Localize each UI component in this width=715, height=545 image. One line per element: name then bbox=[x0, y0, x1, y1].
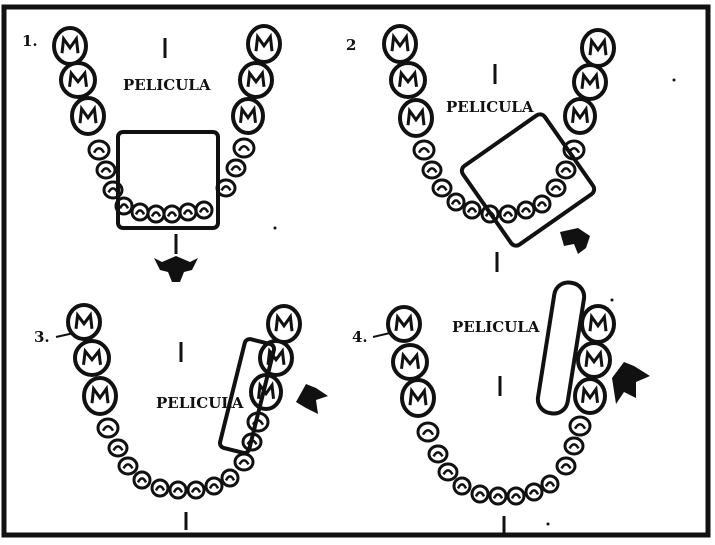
tooth bbox=[234, 139, 254, 157]
tooth bbox=[188, 482, 204, 498]
tooth bbox=[418, 423, 438, 441]
scan-speck bbox=[673, 79, 676, 82]
panel-2-xray-beam-arrow bbox=[560, 228, 590, 254]
tooth bbox=[448, 194, 464, 210]
tooth bbox=[109, 440, 127, 456]
tooth bbox=[439, 464, 457, 480]
tooth bbox=[472, 486, 488, 502]
molar-tooth bbox=[400, 100, 432, 136]
tooth bbox=[170, 482, 186, 498]
panel-3: 3. PELICULA bbox=[34, 305, 328, 530]
panel-2: 2 PELICULA bbox=[346, 26, 614, 272]
panel-4: 4. PELICULA bbox=[352, 280, 650, 534]
tooth bbox=[414, 141, 434, 159]
molar-tooth bbox=[574, 65, 606, 99]
panel-4-number: 4. bbox=[352, 328, 368, 346]
tooth bbox=[222, 470, 238, 486]
molar-tooth bbox=[240, 63, 272, 97]
tooth bbox=[518, 202, 534, 218]
tooth bbox=[235, 454, 253, 470]
panel-2-film-label: PELICULA bbox=[446, 98, 534, 116]
tooth bbox=[206, 478, 222, 494]
molar-tooth bbox=[260, 341, 292, 375]
tooth bbox=[152, 480, 168, 496]
molar-tooth bbox=[582, 306, 614, 342]
molar-tooth bbox=[565, 99, 595, 133]
panel-4-xray-beam-arrow bbox=[612, 362, 650, 404]
tooth bbox=[98, 419, 118, 437]
tooth bbox=[547, 180, 565, 196]
scan-speck bbox=[611, 299, 614, 302]
molar-tooth bbox=[582, 30, 614, 66]
molar-tooth bbox=[578, 343, 610, 377]
tooth bbox=[227, 160, 245, 176]
tooth bbox=[132, 204, 148, 220]
tooth bbox=[557, 162, 575, 178]
molar-tooth bbox=[402, 380, 434, 416]
tooth bbox=[196, 202, 212, 218]
molar-tooth bbox=[384, 26, 416, 62]
molar-tooth bbox=[68, 305, 100, 339]
tooth bbox=[508, 488, 524, 504]
tooth bbox=[433, 180, 451, 196]
molar-tooth bbox=[388, 307, 420, 341]
tooth bbox=[89, 141, 109, 159]
panel-1-number: 1. bbox=[22, 32, 38, 50]
panel-2-number: 2 bbox=[346, 36, 356, 54]
panel-4-film-label: PELICULA bbox=[452, 318, 540, 336]
molar-tooth bbox=[268, 306, 300, 342]
molar-tooth bbox=[233, 99, 263, 133]
molar-tooth bbox=[75, 341, 109, 375]
molar-tooth bbox=[84, 378, 116, 414]
tooth bbox=[148, 206, 164, 222]
tooth bbox=[134, 472, 150, 488]
tooth bbox=[565, 438, 583, 454]
panel-2-dental-arch bbox=[384, 26, 614, 222]
molar-tooth bbox=[54, 28, 86, 64]
tooth bbox=[454, 478, 470, 494]
panel-4-number-leader bbox=[373, 333, 390, 337]
tooth bbox=[164, 206, 180, 222]
scan-speck bbox=[547, 523, 550, 526]
panel-1-film-label: PELICULA bbox=[123, 76, 211, 94]
tooth bbox=[97, 162, 115, 178]
panel-1-dental-arch bbox=[54, 26, 280, 222]
tooth bbox=[526, 484, 542, 500]
tooth bbox=[534, 196, 550, 212]
panel-3-number: 3. bbox=[34, 328, 50, 346]
panel-3-xray-beam-arrow bbox=[296, 384, 328, 414]
tooth bbox=[557, 458, 575, 474]
panel-1: 1. PELICULA bbox=[22, 26, 280, 282]
tooth bbox=[464, 202, 480, 218]
panel-1-xray-beam-arrow bbox=[154, 256, 198, 282]
tooth bbox=[570, 417, 590, 435]
tooth bbox=[490, 488, 506, 504]
scan-speck bbox=[274, 227, 277, 230]
tooth bbox=[429, 446, 447, 462]
molar-tooth bbox=[72, 98, 104, 134]
molar-tooth bbox=[61, 63, 95, 97]
tooth bbox=[119, 458, 137, 474]
molar-tooth bbox=[575, 379, 605, 413]
tooth bbox=[180, 204, 196, 220]
tooth bbox=[542, 476, 558, 492]
molar-tooth bbox=[391, 63, 425, 97]
molar-tooth bbox=[248, 26, 280, 62]
tooth bbox=[423, 162, 441, 178]
molar-tooth bbox=[393, 345, 427, 379]
tooth bbox=[500, 206, 516, 222]
